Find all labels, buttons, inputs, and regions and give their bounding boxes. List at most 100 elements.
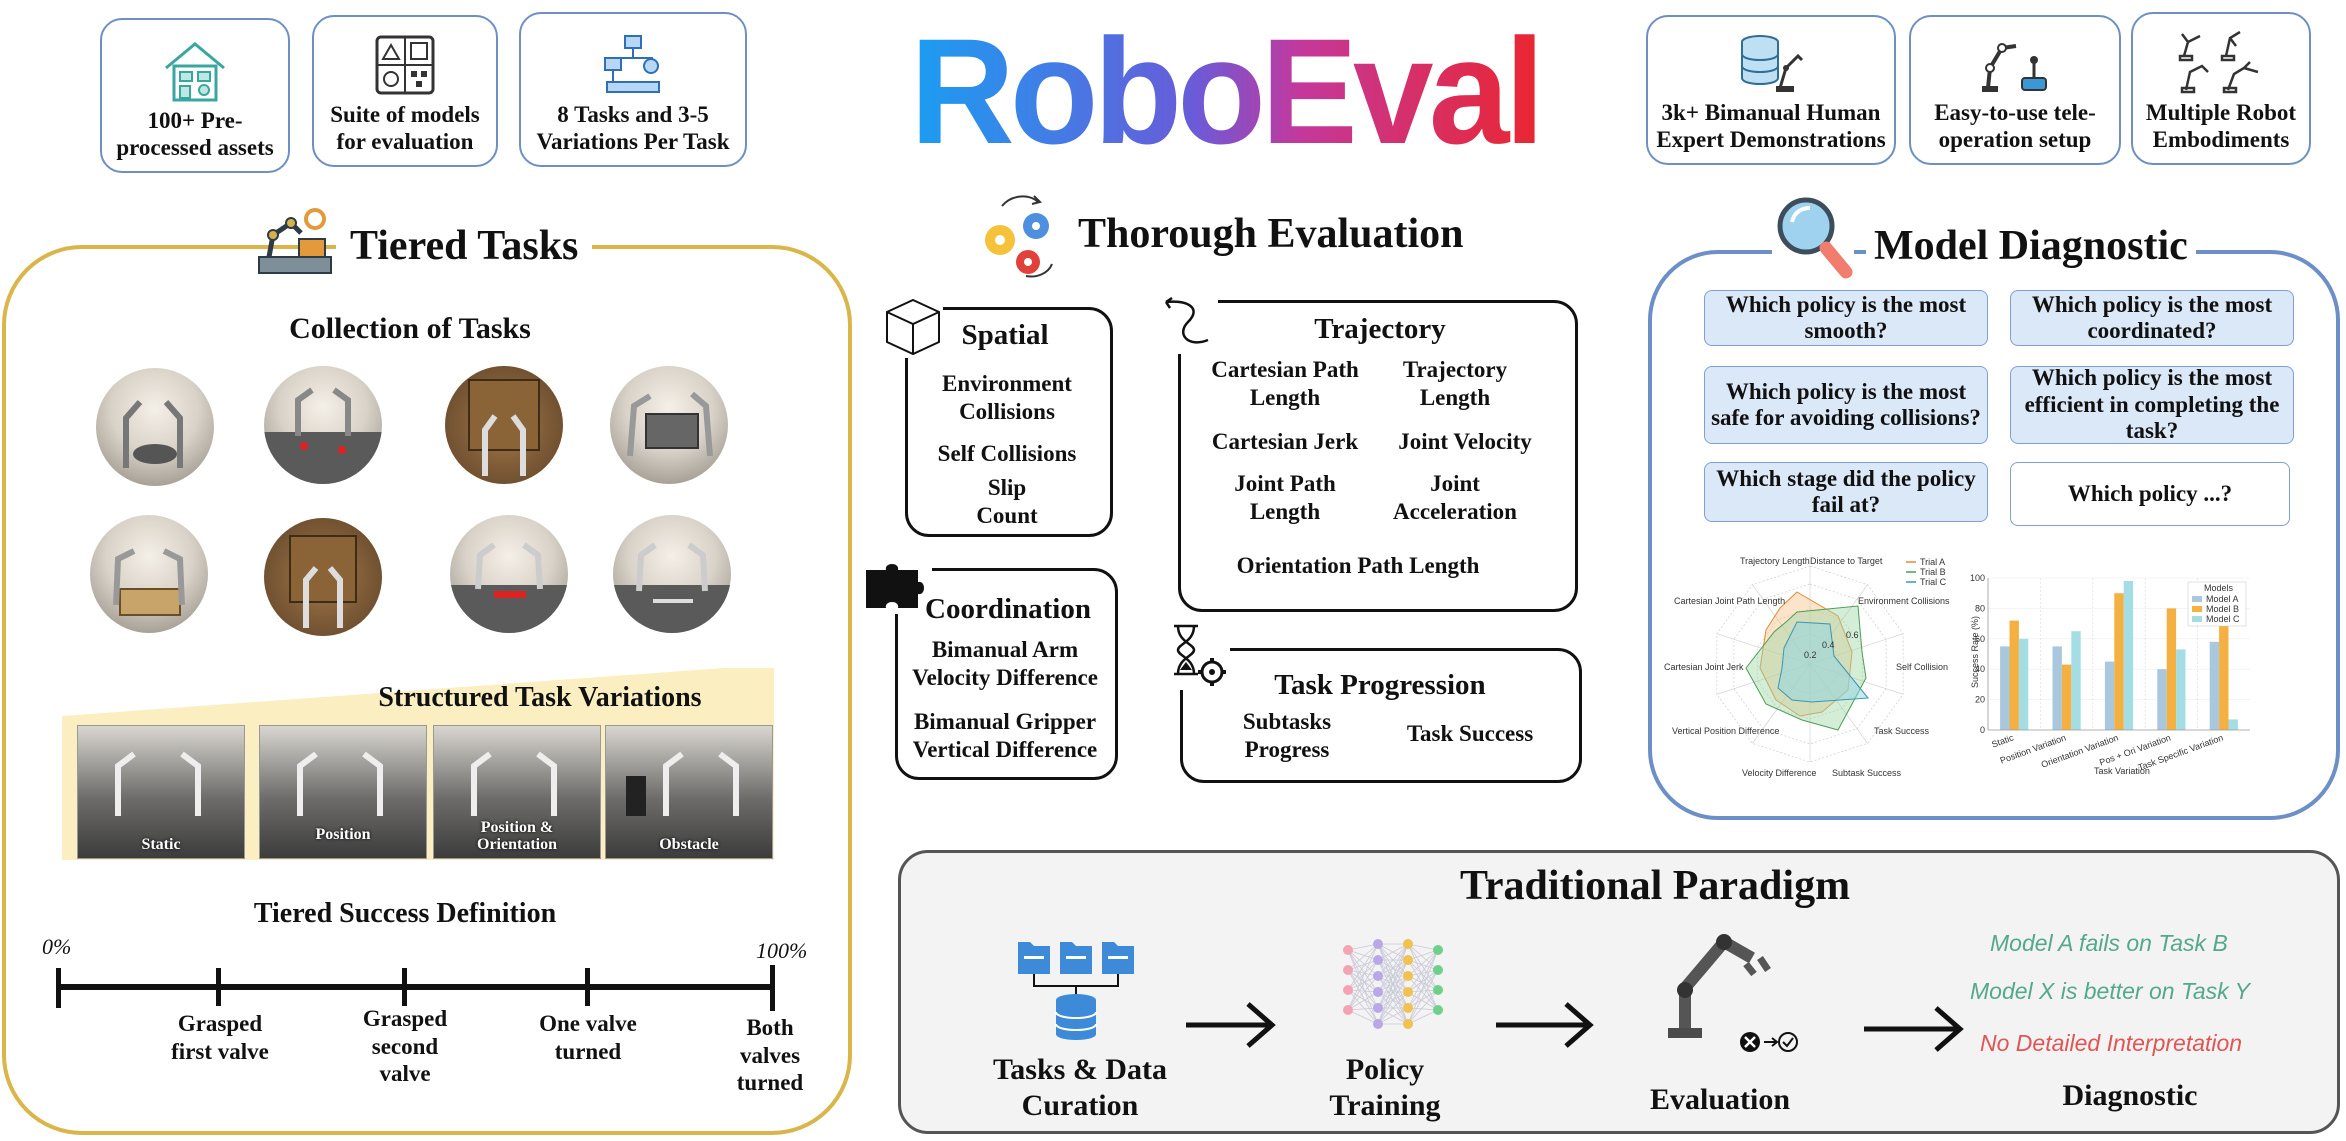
bar-mark xyxy=(2009,620,2019,730)
traditional-paradigm-panel xyxy=(898,850,2340,1134)
structured-variations-title: Structured Task Variations xyxy=(378,682,702,713)
feature-label-tasks: 8 Tasks and 3-5 Variations Per Task xyxy=(536,102,730,154)
coordination-metric: Bimanual Gripper Vertical Difference xyxy=(912,709,1098,762)
radar-tick: 0.4 xyxy=(1822,640,1835,650)
nn-edge xyxy=(1407,959,1439,971)
roboeval-title-svg: RoboEval xyxy=(910,7,1545,175)
task-flow-icon xyxy=(604,35,660,94)
arrow-icon xyxy=(1186,1002,1276,1048)
milestone-label: Grasped first valve xyxy=(171,1011,269,1064)
nn-edge xyxy=(1407,991,1439,1011)
radar-axis-label: Subtask Success xyxy=(1832,768,1902,778)
bar-ytick-label: 80 xyxy=(1975,603,1985,613)
bar-mark xyxy=(2176,649,2186,730)
bar-ytick-label: 20 xyxy=(1975,695,1985,705)
bar-legend: Models Model A Model B Model C xyxy=(2187,581,2247,627)
nn-edge xyxy=(1377,959,1409,1025)
nn-node xyxy=(1343,1005,1353,1015)
question-efficient: Which policy is the most efficient in co… xyxy=(2010,365,2294,444)
gears-icon xyxy=(985,195,1053,278)
nn-edge xyxy=(1347,975,1379,991)
progression-metric: Subtasks Progress xyxy=(1242,709,1332,762)
nn-node xyxy=(1343,945,1353,955)
model-suite-icon xyxy=(375,35,435,95)
variation-label: Position & Orientation xyxy=(477,819,557,854)
arrow-icon xyxy=(1496,1002,1594,1048)
nn-edge xyxy=(1407,949,1439,1025)
squiggle-trajectory-icon xyxy=(1158,292,1218,354)
task-thumbnail-bin xyxy=(610,366,728,484)
robot-pair-scene xyxy=(450,542,568,633)
radar-axis-label: Environment Collisions xyxy=(1858,596,1950,606)
title-part-eval: Eval xyxy=(1261,7,1540,165)
robot-pair-scene xyxy=(627,391,713,457)
teleop-joystick-icon xyxy=(1982,43,2047,93)
nn-edge xyxy=(1407,1007,1439,1011)
task-thumbnail-cabinet xyxy=(445,366,563,484)
robot-arm-eval-icon xyxy=(1668,934,1798,1052)
task-thumbnail-table xyxy=(264,366,382,484)
roboeval-title: RoboEval xyxy=(910,5,1550,175)
bar-mark xyxy=(2166,608,2177,730)
feature-label-demos: 3k+ Bimanual Human Expert Demonstrations xyxy=(1656,100,1886,152)
nn-edge xyxy=(1347,969,1379,1009)
nn-edge xyxy=(1407,949,1439,977)
nn-edge xyxy=(1377,943,1409,961)
bar-xtick-label: Static xyxy=(1990,732,2015,749)
question-more: Which policy ...? xyxy=(2010,462,2290,526)
nn-edge xyxy=(1407,969,1439,977)
diagnostic-line-a: Model A fails on Task B xyxy=(1990,930,2228,956)
robot-pair-scene xyxy=(115,751,201,816)
timeline-tick-start xyxy=(56,968,61,1008)
task-progression-title: Task Progression xyxy=(1274,669,1486,701)
arrow-icon xyxy=(1864,1006,1964,1052)
radar-chart: Trajectory Length Distance to Target Env… xyxy=(1664,556,1950,778)
question-stage: Which stage did the policy fail at? xyxy=(1704,462,1988,522)
nn-edge xyxy=(1407,949,1439,1009)
nn-node xyxy=(1433,945,1443,955)
radar-axis-label: Task Success xyxy=(1874,726,1930,736)
robot-pair-scene xyxy=(113,548,185,616)
nn-node xyxy=(1373,955,1383,965)
bar-ytick-label: 40 xyxy=(1975,664,1985,674)
task-thumbnail-tray xyxy=(90,515,208,633)
nn-edge xyxy=(1407,969,1439,1025)
feature-card-models: Suite of models for evaluation xyxy=(312,15,498,167)
end-percent: 100% xyxy=(756,938,808,963)
coordination-title: Coordination xyxy=(925,593,1091,625)
nn-edge xyxy=(1347,989,1379,1025)
radar-series-trial-c xyxy=(1777,621,1869,703)
nn-edge xyxy=(1347,949,1379,1009)
progression-metric: Task Success xyxy=(1406,721,1534,746)
milestone-label: One valve turned xyxy=(539,1011,637,1064)
trajectory-metric: Joint Acceleration xyxy=(1393,471,1517,524)
coordination-box xyxy=(895,568,1118,780)
nn-node xyxy=(1373,939,1383,949)
timeline-tick-end xyxy=(770,965,775,1011)
feature-card-demos: 3k+ Bimanual Human Expert Demonstrations xyxy=(1646,15,1896,165)
bar-legend-entry: Model B xyxy=(2206,604,2239,614)
bar-ylabel: Success Rate (%) xyxy=(1970,616,1980,688)
feature-card-tasks: 8 Tasks and 3-5 Variations Per Task xyxy=(519,12,747,167)
feature-card-assets: 100+ Pre-processed assets xyxy=(100,18,290,173)
robot-arm-factory-icon xyxy=(258,208,332,274)
bar-mark xyxy=(2018,638,2029,730)
nn-edge xyxy=(1347,949,1379,1025)
spatial-metric: Slip Count xyxy=(976,475,1038,528)
diagnostic-line-x: Model X is better on Task Y xyxy=(1970,978,2250,1004)
nn-edge xyxy=(1377,991,1409,1025)
nn-edge xyxy=(1347,949,1379,961)
nn-edge xyxy=(1377,943,1409,993)
radar-legend-entry: Trial A xyxy=(1920,557,1945,567)
spatial-metric: Environment Collisions xyxy=(942,371,1072,424)
nn-edge xyxy=(1347,969,1379,977)
bar-legend-entry: Model A xyxy=(2206,594,2239,604)
nn-edge xyxy=(1347,969,1379,1025)
nn-node xyxy=(1433,965,1443,975)
trajectory-metric: Trajectory Length xyxy=(1402,357,1508,410)
robot-pair-scene xyxy=(613,542,731,633)
bar-legend-entry: Model C xyxy=(2206,614,2240,624)
task-progression-box xyxy=(1180,648,1582,783)
success-timeline-line xyxy=(56,984,774,990)
